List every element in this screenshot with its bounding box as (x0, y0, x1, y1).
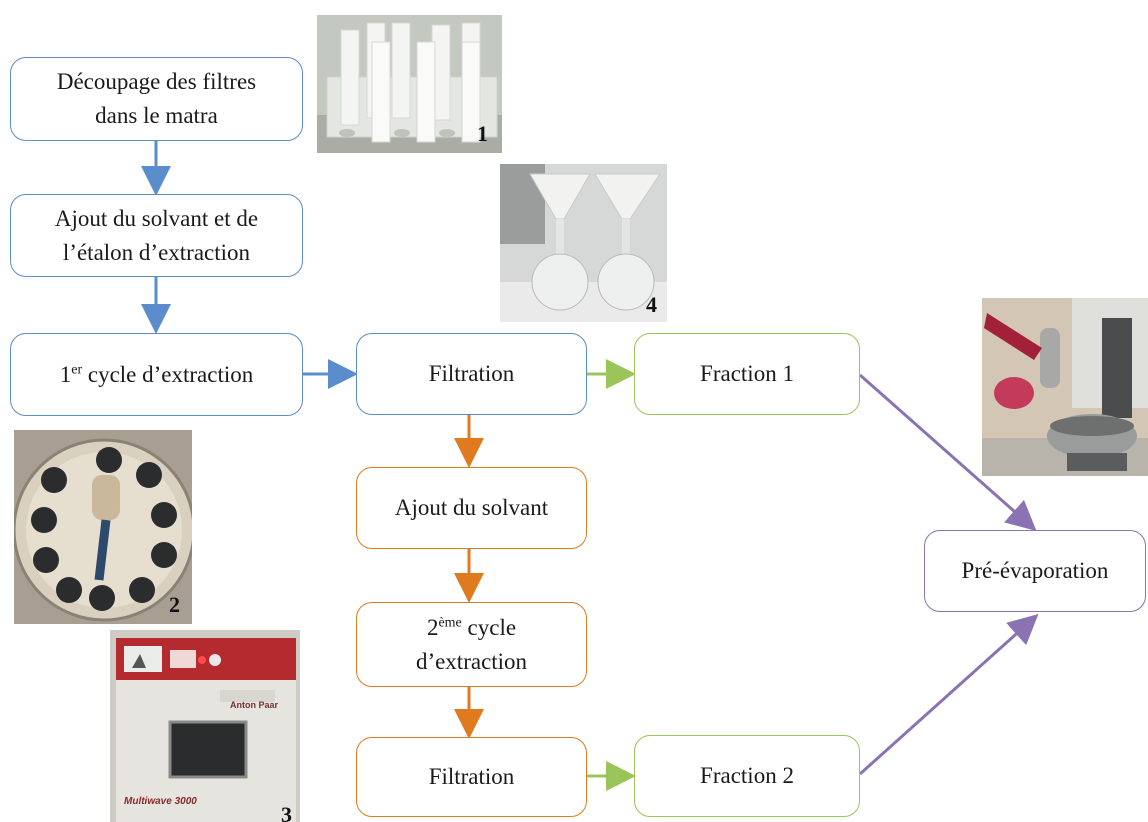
node-cycle1: 1er cycle d’extraction (10, 333, 303, 416)
microwave-oven-icon (110, 630, 300, 822)
photo-number-4: 4 (646, 292, 657, 317)
microwave-carousel-photo: 2 (14, 430, 192, 624)
node-fraction-2: Fraction 2 (634, 735, 860, 817)
arrow-fraction1-to-pre-evaporation (859, 373, 1037, 531)
microwave-oven-photo: Anton Paar Multiwave 3000 3 (110, 630, 300, 822)
photo-number-1: 1 (477, 121, 488, 146)
rotary-evaporator-photo (982, 298, 1148, 476)
node-filtration-2: Filtration (356, 737, 587, 817)
test-tube-rack-icon (317, 15, 502, 153)
node-ajout-solvant: Ajout du solvant (356, 467, 587, 549)
funnel-flasks-photo: 4 (500, 164, 667, 322)
microwave-model-label: Multiwave 3000 (124, 796, 197, 807)
microwave-carousel-icon (14, 430, 192, 624)
node-filtration-1: Filtration (356, 333, 587, 415)
photo-number-3: 3 (281, 802, 292, 822)
node-fraction-1: Fraction 1 (634, 333, 860, 415)
node-pre-evaporation: Pré-évaporation (924, 530, 1146, 612)
funnel-flasks-icon (500, 164, 667, 322)
photo-number-2: 2 (169, 592, 180, 617)
rotary-evaporator-icon (982, 298, 1148, 476)
arrow-fraction2-to-pre-evaporation (858, 613, 1039, 776)
test-tube-rack-photo: 1 (317, 15, 502, 153)
microwave-brand-label: Anton Paar (230, 700, 279, 710)
